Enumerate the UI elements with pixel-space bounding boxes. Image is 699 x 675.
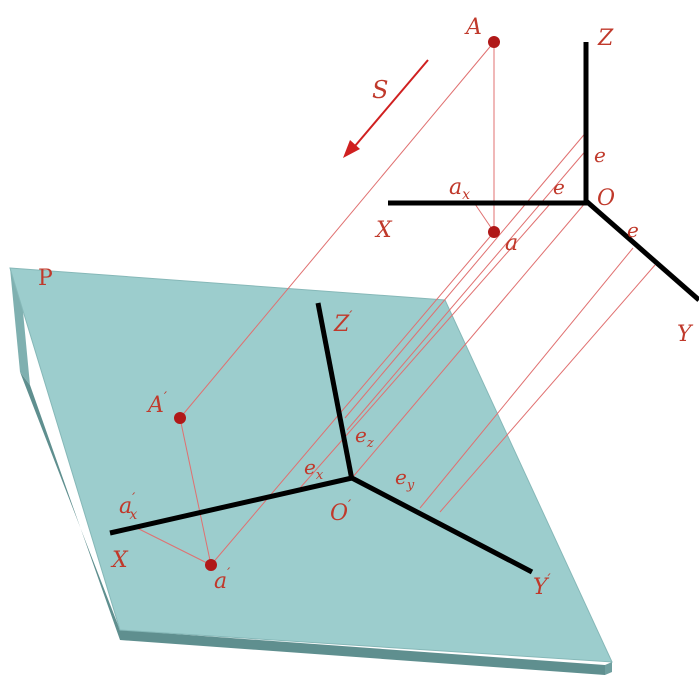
- plane-label: P: [38, 266, 53, 291]
- drop-A1-a1: [179, 417, 212, 566]
- label-e-x: e: [553, 175, 565, 199]
- space-labels: A a ax Z X Y O e e e: [374, 15, 694, 347]
- projection-labels: A′ a′ a′x Z′ X Y′ O′ ez ex ey: [110, 309, 552, 600]
- label-ey: ey: [395, 465, 415, 493]
- point-A-prime: [174, 412, 186, 424]
- point-A: [488, 36, 500, 48]
- direction-arrow-shaft: [354, 59, 429, 147]
- label-a: a: [505, 231, 518, 256]
- label-ez: ez: [355, 423, 374, 451]
- label-Z-axis: Z: [597, 26, 614, 51]
- label-Z-prime-axis: Z′: [333, 309, 353, 337]
- projector-A: [179, 41, 495, 419]
- projection-plane: P: [9, 266, 613, 675]
- projector-O-1: [351, 201, 587, 479]
- projector-e-y: [419, 247, 634, 509]
- label-A-prime: A′: [146, 390, 168, 418]
- projected-y-axis: [348, 474, 534, 575]
- projection-lines: [136, 41, 656, 566]
- space-axes: [388, 42, 699, 302]
- label-A: A: [464, 15, 482, 40]
- label-a-prime: a′: [214, 566, 231, 594]
- projector-e-z: [346, 147, 589, 431]
- projector-e-z-2: [344, 129, 589, 419]
- plane-right-edge: [605, 662, 612, 675]
- label-X-axis: X: [374, 218, 393, 243]
- label-origin-O: O: [597, 186, 615, 211]
- label-Y-axis: Y: [677, 322, 694, 347]
- projected-x-axis: [109, 475, 353, 536]
- projector-a: [210, 231, 495, 566]
- direction-arrow-head: [343, 140, 360, 158]
- label-Y-prime-axis: Y′: [533, 572, 552, 600]
- label-ax: ax: [449, 175, 470, 203]
- points: [174, 36, 500, 571]
- label-ex: ex: [304, 455, 324, 483]
- direction-label: S: [372, 76, 388, 104]
- label-e-z: e: [594, 143, 606, 167]
- plane-left-edge: [10, 268, 30, 385]
- projected-axes: [109, 302, 534, 575]
- point-a: [488, 226, 500, 238]
- direction-arrow: S: [343, 59, 429, 158]
- space-y-axis: [583, 198, 699, 302]
- projected-z-axis: [315, 302, 355, 481]
- projector-e-x: [299, 203, 551, 489]
- label-X-prime-axis: X: [110, 548, 129, 573]
- label-O-prime: O′: [330, 498, 352, 526]
- projector-Y: [439, 264, 656, 513]
- plane-face: [9, 267, 613, 663]
- link-ax1-a1: [136, 527, 212, 566]
- label-ax-prime: a′x: [119, 491, 137, 523]
- point-a-prime: [205, 559, 217, 571]
- label-e-y: e: [627, 218, 639, 242]
